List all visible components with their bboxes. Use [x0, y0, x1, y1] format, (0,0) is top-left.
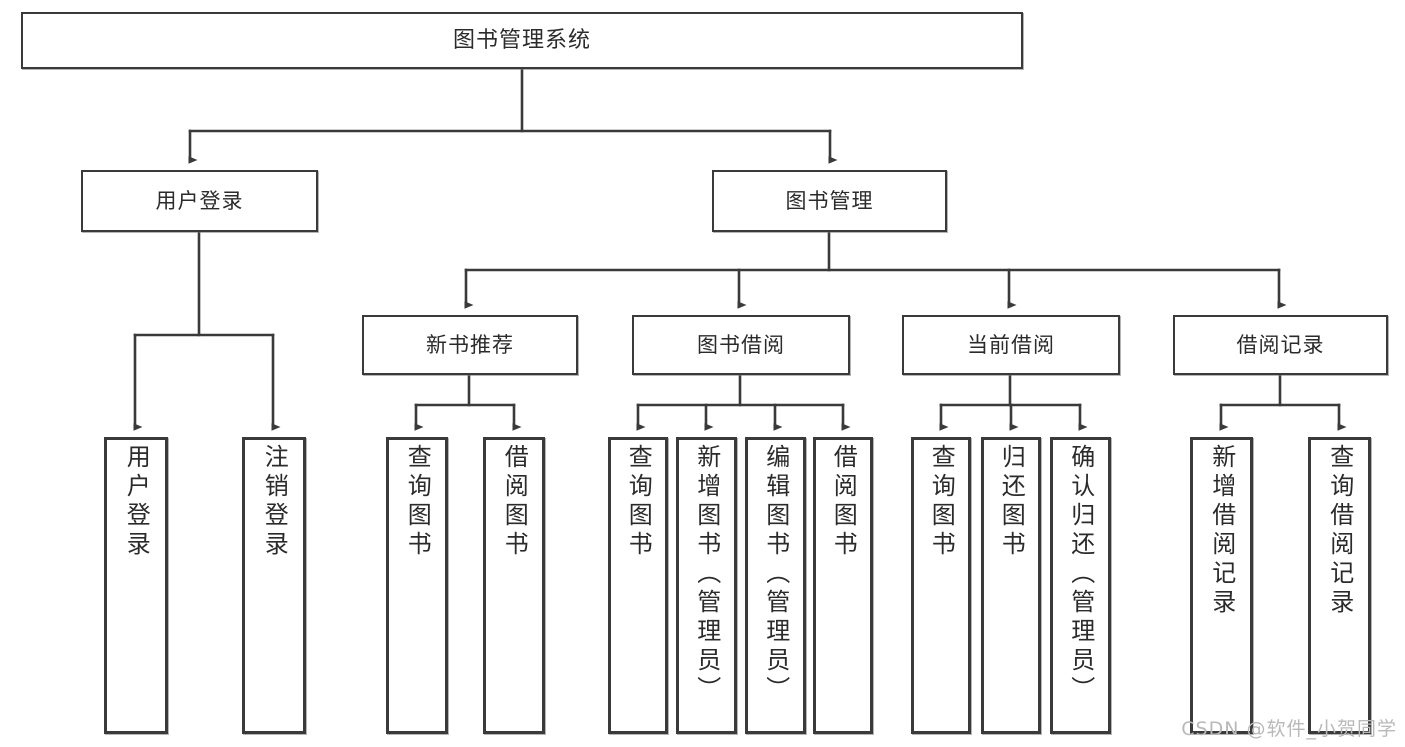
node-label: 查询图书: [624, 444, 653, 560]
leaf-query-borrow-record[interactable]: 查询借阅记录: [1308, 437, 1371, 734]
node-label: 归还图书: [997, 444, 1026, 560]
node-label: 编辑图书（管理员）: [761, 444, 790, 705]
node-book-borrow[interactable]: 图书借阅: [632, 315, 850, 375]
node-label: 查询借阅记录: [1325, 444, 1354, 618]
leaf-add-book[interactable]: 新增图书（管理员）: [676, 437, 737, 734]
node-root-system[interactable]: 图书管理系统: [21, 12, 1023, 69]
leaf-borrow-book-1[interactable]: 借阅图书: [483, 437, 545, 734]
leaf-return-book[interactable]: 归还图书: [981, 437, 1041, 734]
leaf-query-book-3[interactable]: 查询图书: [911, 437, 971, 734]
node-label: 新增图书（管理员）: [692, 444, 721, 705]
node-current-borrow[interactable]: 当前借阅: [902, 315, 1120, 375]
node-label: 借阅图书: [829, 444, 858, 560]
node-borrow-record[interactable]: 借阅记录: [1173, 315, 1388, 375]
node-label: 查询图书: [403, 444, 432, 560]
node-label: 借阅记录: [1236, 332, 1325, 357]
leaf-borrow-book-2[interactable]: 借阅图书: [813, 437, 873, 734]
leaf-add-borrow-record[interactable]: 新增借阅记录: [1190, 437, 1253, 734]
node-book-manage[interactable]: 图书管理: [712, 170, 947, 232]
node-label: 新书推荐: [426, 332, 514, 357]
node-label: 新增借阅记录: [1207, 444, 1236, 618]
node-label: 注销登录: [260, 444, 289, 560]
node-label: 图书借阅: [697, 332, 785, 357]
leaf-query-book-1[interactable]: 查询图书: [386, 437, 448, 734]
node-label: 确认归还（管理员）: [1066, 444, 1095, 705]
node-label: 借阅图书: [500, 444, 529, 560]
node-new-book-recommend[interactable]: 新书推荐: [362, 315, 578, 375]
leaf-logout[interactable]: 注销登录: [242, 437, 306, 734]
leaf-user-login[interactable]: 用户登录: [104, 437, 168, 734]
watermark-text: CSDN @软件_小贺同学: [1181, 718, 1397, 740]
node-label: 用户登录: [122, 444, 151, 560]
leaf-edit-book[interactable]: 编辑图书（管理员）: [745, 437, 806, 734]
node-label: 查询图书: [927, 444, 956, 560]
leaf-confirm-return[interactable]: 确认归还（管理员）: [1050, 437, 1111, 734]
leaf-query-book-2[interactable]: 查询图书: [608, 437, 668, 734]
node-label: 图书管理: [785, 188, 874, 213]
node-label: 用户登录: [155, 188, 244, 213]
node-label: 当前借阅: [967, 332, 1055, 357]
node-label: 图书管理系统: [452, 27, 591, 53]
node-user-login[interactable]: 用户登录: [81, 170, 318, 232]
